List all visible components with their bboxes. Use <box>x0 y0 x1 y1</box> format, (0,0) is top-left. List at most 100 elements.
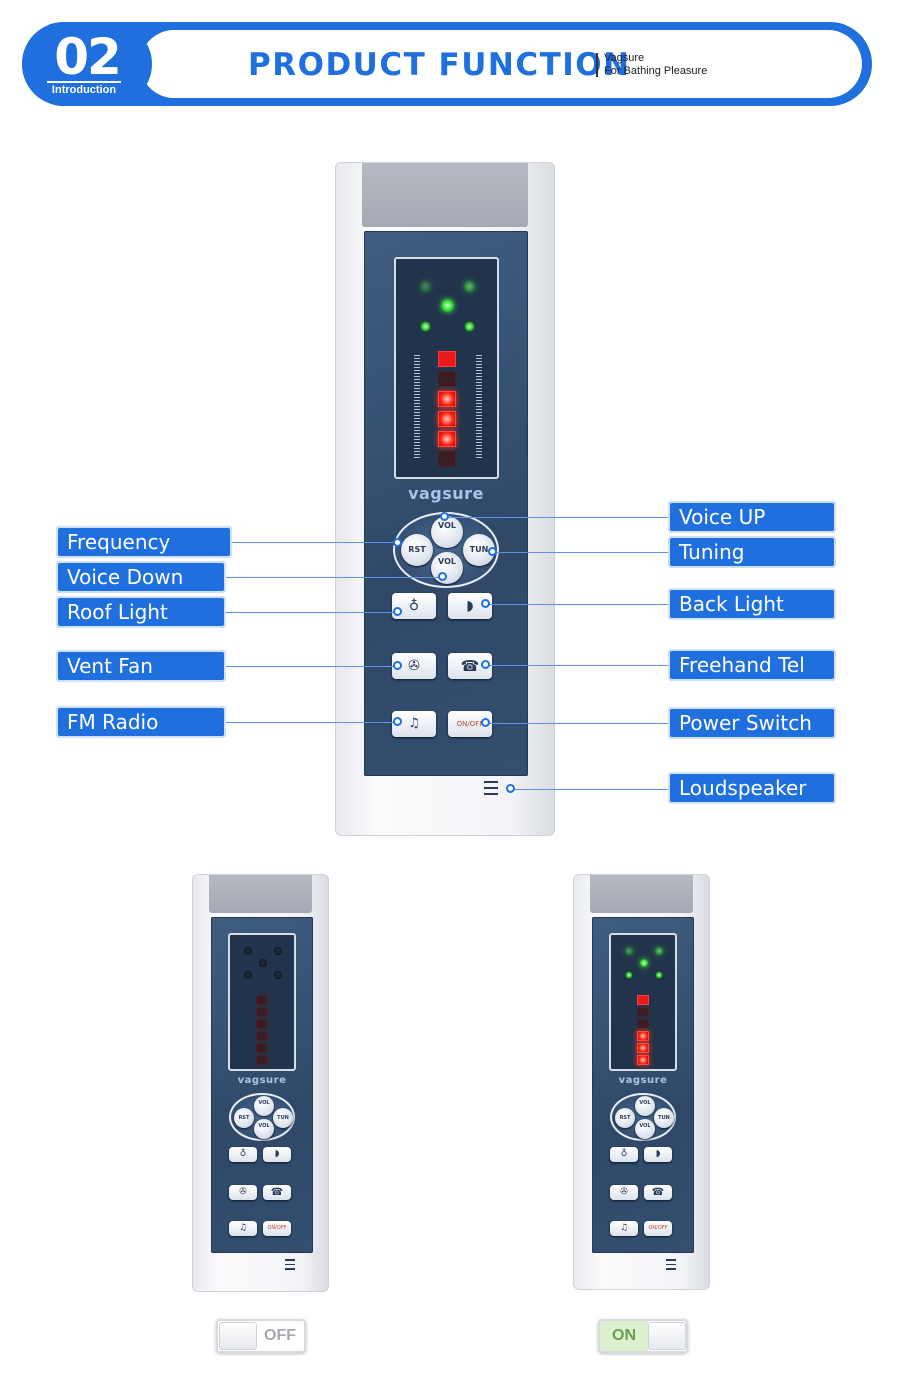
level-segment <box>438 451 456 467</box>
callout-back-light: Back Light <box>668 588 836 620</box>
freehand-tel-button[interactable]: ☎ <box>263 1185 291 1200</box>
volume-pad: VOL RST TUN VOL <box>393 512 499 588</box>
toggle-knob <box>648 1322 686 1350</box>
leader-line <box>226 577 440 578</box>
power-switch-button[interactable]: ON/OFF <box>644 1221 672 1236</box>
indicator-led <box>274 947 282 955</box>
level-meter <box>637 995 649 1067</box>
callout-loudspeaker: Loudspeaker <box>668 772 836 804</box>
roof-light-button[interactable]: ♁ <box>229 1147 257 1162</box>
leader-dot <box>393 661 402 670</box>
power-label: ON/OFF <box>456 720 484 728</box>
loudspeaker-grille <box>285 1259 295 1274</box>
section-caption: Introduction <box>47 81 121 96</box>
section-number-badge: 02 Introduction <box>22 22 152 106</box>
vol-up-button[interactable]: VOL <box>635 1096 655 1116</box>
leader-dot <box>506 784 515 793</box>
indicator-led <box>655 971 663 979</box>
brand-block: Vagsure For Bathing Pleasure <box>604 52 707 78</box>
callout-freehand-tel: Freehand Tel <box>668 649 836 681</box>
freehand-tel-button[interactable]: ☎ <box>448 653 492 679</box>
vol-down-button[interactable]: VOL <box>431 552 463 584</box>
power-label: ON/OFF <box>267 1225 287 1231</box>
volume-pad: VOL RST TUN VOL <box>229 1093 295 1141</box>
control-panel: vagsure VOL RST TUN VOL ♁ ◗ ✇ ☎ ♫ ON/OFF <box>364 231 528 776</box>
telephone-icon: ☎ <box>270 1187 284 1198</box>
vent-fan-button[interactable]: ✇ <box>229 1185 257 1200</box>
rst-button[interactable]: RST <box>401 534 433 566</box>
vol-down-button[interactable]: VOL <box>254 1119 274 1139</box>
fm-radio-icon: ♫ <box>238 1223 248 1233</box>
bulb-icon: ♁ <box>239 1149 247 1159</box>
level-segment <box>256 1007 268 1017</box>
indicator-led <box>441 299 454 312</box>
back-light-button[interactable]: ◗ <box>263 1147 291 1162</box>
leader-line <box>514 789 668 790</box>
vol-down-button[interactable]: VOL <box>635 1119 655 1139</box>
back-light-button[interactable]: ◗ <box>644 1147 672 1162</box>
rst-button[interactable]: RST <box>234 1108 254 1128</box>
fm-radio-button[interactable]: ♫ <box>229 1221 257 1236</box>
leader-dot <box>488 547 497 556</box>
fan-icon: ✇ <box>239 1187 247 1197</box>
level-segment <box>637 1007 649 1017</box>
telephone-icon: ☎ <box>651 1187 665 1198</box>
leader-dot <box>393 538 402 547</box>
indicator-led <box>420 281 431 292</box>
fm-radio-button[interactable]: ♫ <box>610 1221 638 1236</box>
power-label: ON/OFF <box>648 1225 668 1231</box>
indicator-led <box>625 947 633 955</box>
vol-up-button[interactable]: VOL <box>254 1096 274 1116</box>
display-window <box>609 933 677 1071</box>
control-panel: vagsure VOL RST TUN VOL ♁ ◗ ✇ ☎ ♫ ON/OFF <box>211 917 313 1253</box>
power-toggle-on[interactable]: ON <box>598 1319 688 1353</box>
vent-fan-button[interactable]: ✇ <box>610 1185 638 1200</box>
rst-button[interactable]: RST <box>615 1108 635 1128</box>
callout-voice-down: Voice Down <box>56 561 226 593</box>
level-segment <box>256 1031 268 1041</box>
level-segment <box>637 1043 649 1053</box>
leader-dot <box>440 512 449 521</box>
display-window <box>228 933 296 1071</box>
leader-line <box>488 604 668 605</box>
remote-off-state: vagsure VOL RST TUN VOL ♁ ◗ ✇ ☎ ♫ ON/OFF <box>192 874 329 1292</box>
level-segment <box>637 1031 649 1041</box>
power-toggle-off[interactable]: OFF <box>216 1319 306 1353</box>
vol-up-button[interactable]: VOL <box>431 516 463 548</box>
power-switch-button[interactable]: ON/OFF <box>263 1221 291 1236</box>
callout-fm-radio: FM Radio <box>56 706 226 738</box>
leader-line <box>226 666 396 667</box>
indicator-led <box>259 959 267 967</box>
control-panel: vagsure VOL RST TUN VOL ♁ ◗ ✇ ☎ ♫ ON/OFF <box>592 917 694 1253</box>
remote-on-state: vagsure VOL RST TUN VOL ♁ ◗ ✇ ☎ ♫ ON/OFF <box>573 874 710 1290</box>
indicator-led <box>244 947 252 955</box>
level-segment <box>438 371 456 387</box>
tun-button[interactable]: TUN <box>654 1108 674 1128</box>
leader-line <box>446 517 668 518</box>
level-meter <box>256 995 268 1067</box>
freehand-tel-button[interactable]: ☎ <box>644 1185 672 1200</box>
title-divider <box>596 53 598 77</box>
leader-dot <box>438 572 447 581</box>
leader-line <box>488 723 668 724</box>
level-segment <box>256 1055 268 1065</box>
loudspeaker-grille <box>484 781 498 799</box>
leader-line <box>226 612 396 613</box>
callout-roof-light: Roof Light <box>56 596 226 628</box>
callout-vent-fan: Vent Fan <box>56 650 226 682</box>
callout-voice-up: Voice UP <box>668 501 836 533</box>
fan-icon: ✇ <box>620 1187 628 1197</box>
remote-brand-logo: vagsure <box>408 484 484 503</box>
level-segment <box>256 1043 268 1053</box>
toggle-off-label: OFF <box>264 1327 296 1344</box>
leader-line <box>230 542 396 543</box>
tun-button[interactable]: TUN <box>273 1108 293 1128</box>
level-segment <box>438 351 456 367</box>
fan-icon: ✇ <box>408 658 420 674</box>
leader-dot <box>393 607 402 616</box>
remote-brand-logo: vagsure <box>618 1075 668 1086</box>
indicator-led <box>640 959 648 967</box>
page-title: PRODUCT FUNCTION <box>248 47 631 83</box>
roof-light-button[interactable]: ♁ <box>610 1147 638 1162</box>
toggle-knob <box>219 1322 257 1350</box>
